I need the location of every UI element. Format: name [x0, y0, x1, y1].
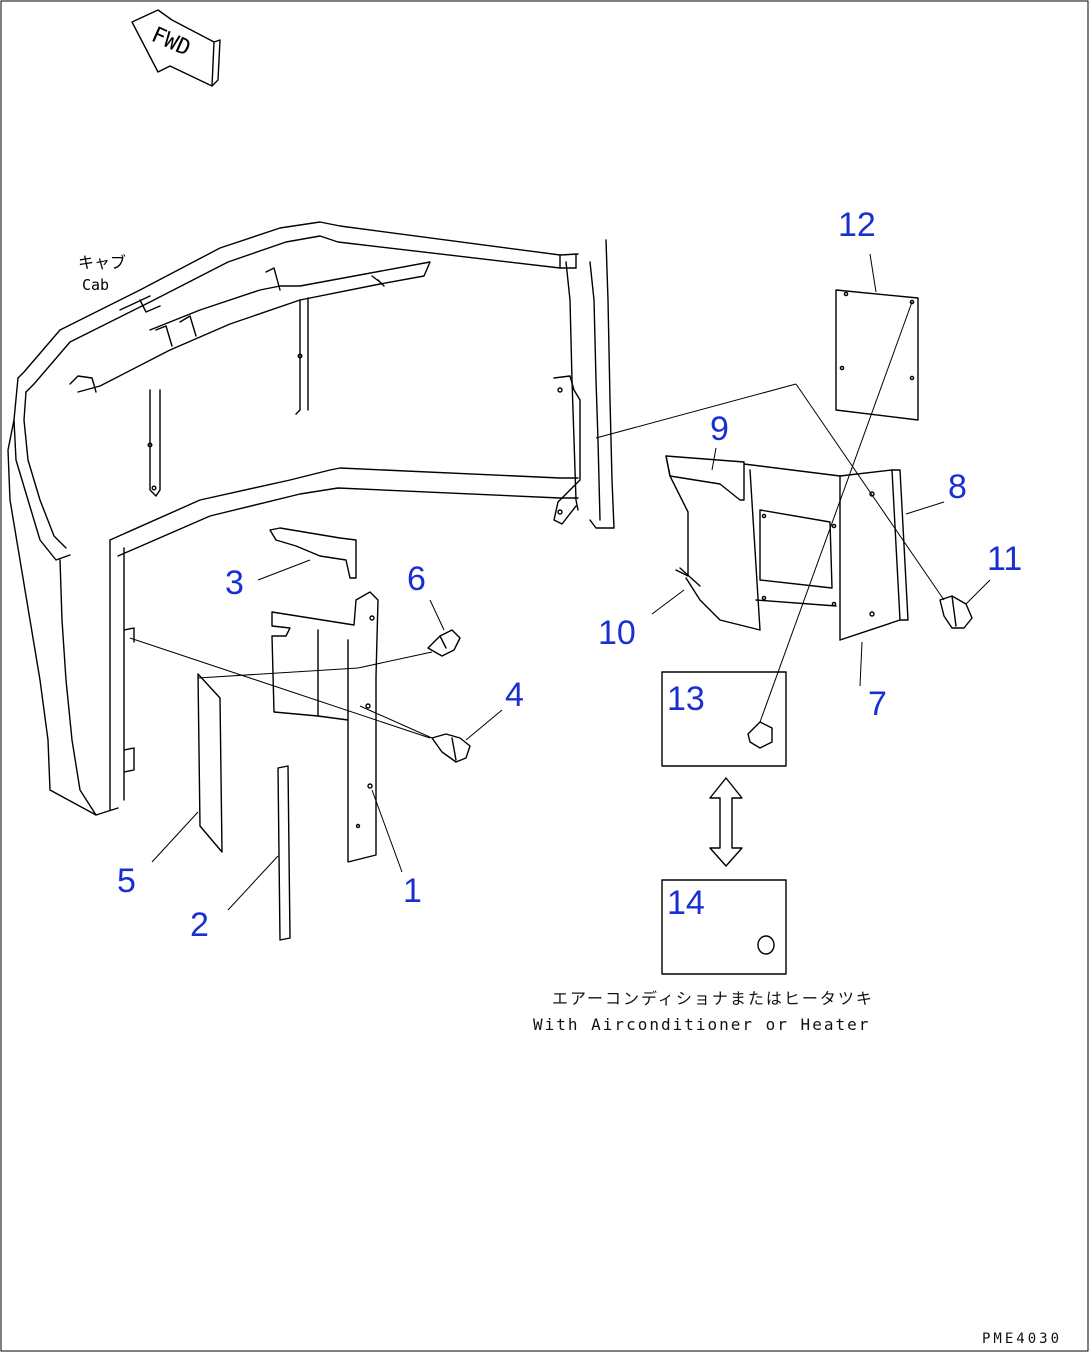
- variant-box-14: [661, 879, 787, 975]
- part-1-panel: [271, 591, 379, 863]
- cab-label-en: Cab: [82, 276, 109, 294]
- callout-11: 11: [987, 540, 1022, 578]
- part-11-bolt: [939, 595, 973, 629]
- callout-9: 9: [710, 410, 729, 448]
- callout-7: 7: [868, 685, 887, 723]
- drawing-code: PME4030: [982, 1331, 1062, 1347]
- callout-1: 1: [403, 872, 422, 910]
- callout-13: 13: [667, 680, 705, 718]
- part-2-strip: [277, 765, 291, 941]
- part-5-plate: [197, 673, 223, 853]
- part-6-bolt: [427, 629, 461, 657]
- option-note-jp: エアーコンディショナまたはヒータツキ: [552, 989, 874, 1008]
- callout-10: 10: [598, 614, 636, 652]
- callout-12: 12: [838, 206, 876, 244]
- swap-arrow-icon: [709, 777, 743, 867]
- cab-frame: [7, 221, 615, 816]
- callout-3: 3: [225, 564, 244, 602]
- callout-2: 2: [190, 906, 209, 944]
- callout-8: 8: [948, 468, 967, 506]
- callout-14: 14: [667, 884, 705, 922]
- part-12-plate: [835, 289, 919, 421]
- part-3-bracket: [269, 527, 357, 579]
- callout-4: 4: [505, 676, 524, 714]
- callout-leaders: [151, 253, 991, 911]
- part-7-8-9-10-assembly: [665, 455, 909, 641]
- forward-arrow: FWD: [131, 9, 221, 87]
- callout-5: 5: [117, 862, 136, 900]
- cab-label-jp: キャブ: [78, 253, 126, 272]
- callout-6: 6: [407, 560, 426, 598]
- option-note-en: With Airconditioner or Heater: [533, 1015, 870, 1034]
- assembly-lines: [129, 301, 945, 739]
- part-4-bolt: [431, 733, 471, 763]
